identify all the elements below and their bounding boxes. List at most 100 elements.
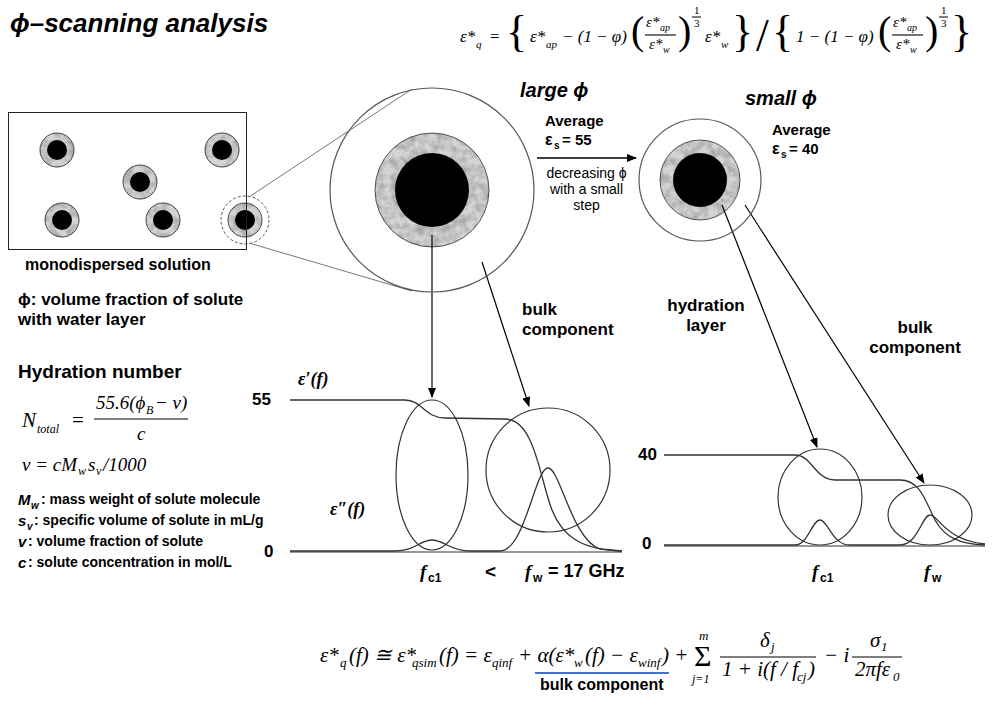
definition-text: : specific volume of solute in mL/g xyxy=(34,513,263,527)
formula-brace: } xyxy=(951,10,972,54)
formula-term: = xyxy=(490,28,500,45)
highlight-circle xyxy=(486,408,610,532)
curve-label: ε″(f) xyxy=(330,500,365,518)
definition-text: : mass weight of solute molecule xyxy=(41,492,260,506)
definition-symbol: c xyxy=(18,555,26,570)
layer-texture xyxy=(375,133,489,247)
axis-tick: f xyxy=(525,562,531,581)
formula-subscript: cj xyxy=(797,670,806,683)
axis-tick: < xyxy=(485,562,496,581)
particle-circle: large ϕ xyxy=(329,87,535,293)
hydration-shell xyxy=(123,165,157,199)
formula-subscript: ap xyxy=(546,39,557,50)
hydration-shell xyxy=(146,203,180,237)
shell-texture xyxy=(123,165,157,199)
solute-core xyxy=(47,140,67,160)
fraction-bar xyxy=(720,656,816,657)
formula-term: + α(ε* xyxy=(518,645,574,666)
formula-subscript: ap xyxy=(660,23,670,33)
hydration-shell xyxy=(228,203,262,237)
value-label: Average xyxy=(545,113,604,128)
formula-term: (f) = ε xyxy=(439,645,492,666)
formula-term: − (1 − φ) xyxy=(562,28,627,45)
axis-value: 0 xyxy=(642,535,651,552)
axis-tick: w xyxy=(533,572,542,584)
formula-brace: } xyxy=(732,10,753,54)
definition-symbol: w xyxy=(31,501,39,511)
node-heading: large ϕ xyxy=(520,80,589,100)
value-label: ε xyxy=(772,141,780,157)
hydration-shell xyxy=(205,133,239,167)
hydration-shell xyxy=(45,203,79,237)
formula-term: (f) ≅ ε* xyxy=(349,645,416,666)
formula-term: (f) − ε xyxy=(585,645,638,666)
formula-exponent: 1 xyxy=(941,5,947,16)
formula-subscript: w xyxy=(721,39,728,50)
formula-term: s xyxy=(88,455,95,474)
circle-border xyxy=(330,88,534,292)
solute-particle xyxy=(123,165,157,199)
note-text: ϕ: volume fraction of solute with water … xyxy=(18,290,253,331)
definition-symbol: v xyxy=(27,522,33,532)
shell-texture xyxy=(228,203,262,237)
step-arrow xyxy=(537,157,636,159)
axis-tick: c1 xyxy=(820,572,833,584)
highlight-ellipse xyxy=(396,400,468,550)
solute-core xyxy=(395,153,469,227)
shell-texture xyxy=(146,203,180,237)
node-heading: small ϕ xyxy=(745,88,817,108)
title-text: ϕ–scanning analysis xyxy=(10,10,268,36)
value-subscript: s xyxy=(554,141,560,151)
formula-exponent: 3 xyxy=(941,18,947,29)
formula-term: c xyxy=(137,424,145,443)
formula-subscript: 1 xyxy=(881,640,888,653)
formula-brace: { xyxy=(506,10,527,54)
definition-symbol: v xyxy=(18,534,26,549)
shell-texture xyxy=(205,133,239,167)
edge-label: decreasing ϕ with a small step xyxy=(542,165,632,213)
formula-term: 2πfε xyxy=(855,659,890,680)
formula-term: ε* xyxy=(896,37,909,52)
formula-exponent: 3 xyxy=(694,18,700,29)
formula-term: ε* xyxy=(649,37,662,52)
formula-term: N xyxy=(22,410,36,431)
loss-curve xyxy=(290,468,622,551)
shell-texture xyxy=(45,203,79,237)
shell-texture xyxy=(40,133,74,167)
hydration-shell xyxy=(40,133,74,167)
formula-subscript: total xyxy=(37,423,59,435)
formula-term: − i xyxy=(824,645,849,666)
formula-exponent: 1 xyxy=(694,5,700,16)
formula-paren: ( xyxy=(878,11,891,51)
formula-paren: ( xyxy=(631,11,644,51)
solute-particle xyxy=(45,203,79,237)
zoom-line xyxy=(249,243,412,291)
curve-label: ε′(f) xyxy=(298,370,328,388)
fraction-bar xyxy=(645,34,676,35)
formula-subscript: 0 xyxy=(893,670,900,683)
axis-tick: c1 xyxy=(428,572,441,584)
formula-subscript: winf xyxy=(638,656,660,669)
formula-subscript: w xyxy=(78,465,86,477)
formula-subscript: qinf xyxy=(492,656,512,669)
solution-box: monodispersed solution xyxy=(8,112,247,250)
definition-symbol: M xyxy=(18,492,31,507)
definition-symbol: s xyxy=(18,513,26,528)
zoom-circle xyxy=(221,196,269,244)
permittivity-curve xyxy=(664,455,985,545)
value-label: Average xyxy=(772,122,831,137)
underline xyxy=(535,672,669,674)
formula-term: ε* xyxy=(460,28,475,45)
loss-curve xyxy=(664,515,985,545)
formula-subscript: B xyxy=(146,404,153,416)
axis-tick: f xyxy=(420,562,426,581)
formula-term: δ xyxy=(760,630,770,651)
formula-subscript: ap xyxy=(907,23,917,33)
circle-border xyxy=(639,119,761,241)
formula-subscript: q xyxy=(476,39,482,50)
value-label: = 55 xyxy=(562,132,592,147)
formula-term: 55.6(ϕ xyxy=(96,393,145,412)
formula-term: ε* xyxy=(705,28,720,45)
